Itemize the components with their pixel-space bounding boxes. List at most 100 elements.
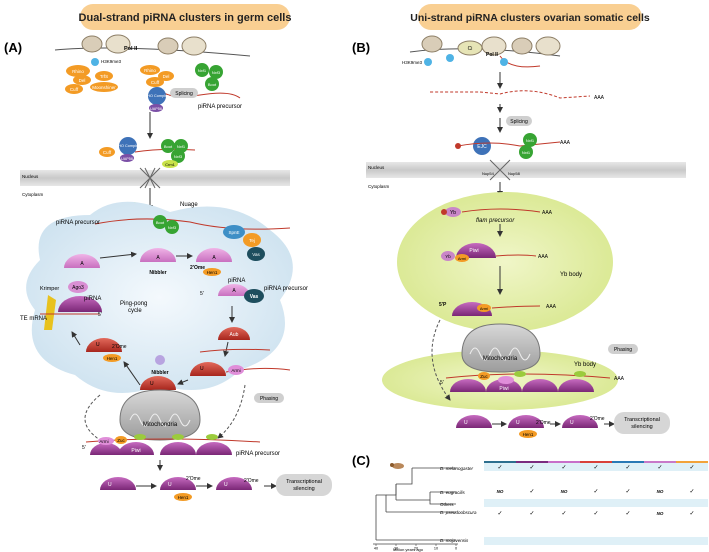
crm1-label: Crm1 <box>165 162 176 167</box>
panel-a: Dual-strand piRNA clusters in germ cells… <box>4 4 332 501</box>
piwi-protein <box>450 379 486 392</box>
zuc-label: Zuc <box>117 438 125 443</box>
panel-c-tag: (C) <box>352 453 370 468</box>
a-nucleotide: A <box>80 261 84 267</box>
tej-protein <box>243 233 261 247</box>
uap56-protein <box>120 154 134 162</box>
table-cell: NO <box>497 489 504 494</box>
hen1-label: Hen1 <box>523 432 534 437</box>
flam-precursor-rna <box>461 208 541 213</box>
mitochondria <box>119 389 201 441</box>
hen1-protein <box>103 354 121 362</box>
phasing-label: Phasing <box>614 347 632 353</box>
nibbler-label: Nibbler <box>151 370 168 376</box>
u-nucleotide: U <box>168 482 172 488</box>
aub-label: Aub <box>230 332 239 338</box>
table-cell: ✓ <box>689 465 694 471</box>
tho-complex <box>148 87 166 105</box>
dashed-arrow <box>217 384 246 439</box>
nxf1-label: Nxf1 <box>177 144 186 149</box>
boot-protein <box>205 77 219 91</box>
uap56-protein <box>149 104 163 112</box>
u-nucleotide: U <box>108 482 112 488</box>
nibbler-protein <box>155 355 165 365</box>
cap-mark <box>455 143 461 149</box>
table-cell: ✓ <box>593 465 598 471</box>
nup58-label: Nup58 <box>508 171 521 176</box>
nxf1-label: Nxf1 <box>198 68 207 73</box>
two-ome-label: 2'Ome <box>112 344 127 350</box>
precursor-rna <box>94 218 291 230</box>
ejc-complex <box>473 137 491 155</box>
a-nucleotide: A <box>212 255 216 261</box>
nuage-label: Nuage <box>180 202 198 208</box>
piwi-protein <box>456 415 492 428</box>
nxf3-protein <box>165 220 179 234</box>
del-protein <box>158 71 174 81</box>
piwi-protein <box>508 415 544 428</box>
armi-protein <box>228 365 244 375</box>
armi-protein <box>498 376 514 384</box>
species-label: D. melanogaster <box>440 466 474 471</box>
u-nucleotide: U <box>570 420 574 426</box>
nxf3-label: Nxf3 <box>174 154 183 159</box>
rhino-protein <box>66 65 90 77</box>
arrow <box>177 379 189 385</box>
boot-label: Boot <box>208 82 217 87</box>
precursor-label: piRNA precursor <box>198 104 242 110</box>
rhino-label: Rhino <box>72 69 84 74</box>
aub-protein <box>140 376 176 390</box>
h3k9me3-label: H3K9me3 <box>101 59 122 64</box>
conservation-table: Ping-pongPIWIAgo3AubPhasingYbArmi✓✓✓✓✓✓✓… <box>484 461 708 545</box>
piwi-protein <box>100 477 136 490</box>
table-cell: ✓ <box>497 465 502 471</box>
piwi-protein <box>558 379 594 392</box>
piwi-protein <box>486 379 522 392</box>
species-label: Others <box>440 502 454 507</box>
panel-b: Uni-strand piRNA clusters ovarian somati… <box>352 4 686 438</box>
table-cell: NO <box>657 489 664 494</box>
armi-label: Armi <box>458 256 466 261</box>
piwi-protein <box>118 442 154 455</box>
precursor-rna <box>199 348 271 353</box>
hen1-label: Hen1 <box>178 495 189 500</box>
nxf3-label: Nxf3 <box>168 225 177 230</box>
table-row <box>484 499 708 507</box>
zuc-protein <box>115 436 127 444</box>
table-cell: ✓ <box>625 489 630 495</box>
tho-label: THO Complex <box>145 94 169 98</box>
ci-label: Ci <box>468 46 473 52</box>
arrow <box>123 361 141 386</box>
nup54-label: Nup54 <box>482 171 495 176</box>
u-nucleotide: U <box>96 342 100 348</box>
krimper-label: Krimper <box>40 286 59 292</box>
arrow <box>99 251 137 259</box>
hen1-label: Hen1 <box>107 356 118 361</box>
piwi-protein <box>90 443 122 455</box>
h3k9me3-label: H3K9me3 <box>402 60 423 65</box>
splicing-label: Splicing <box>510 119 528 125</box>
rhino-protein <box>140 65 160 75</box>
species-label: D. mojavensis <box>440 538 469 543</box>
cytoplasm-label: Cytoplasm <box>368 184 390 189</box>
aub-protein <box>86 338 122 352</box>
pol-ii-complex <box>181 36 207 56</box>
u-nucleotide: U <box>200 366 204 372</box>
ago3-protein <box>68 281 88 293</box>
flam-precursor-rna <box>491 305 541 309</box>
five-prime: 5' <box>440 380 444 386</box>
del-label: Del <box>163 74 170 79</box>
armi-label: Armi <box>99 439 108 444</box>
polya-label: AAA <box>538 254 549 260</box>
piwi-label: Piwi <box>469 248 478 254</box>
table-row <box>484 487 708 495</box>
uap56-label: UAP56 <box>150 107 162 111</box>
table-row <box>484 509 708 517</box>
u-nucleotide: U <box>464 420 468 426</box>
nxf3-protein <box>209 65 223 79</box>
ago3-protein <box>218 284 250 296</box>
five-prime: 5' <box>98 312 102 318</box>
